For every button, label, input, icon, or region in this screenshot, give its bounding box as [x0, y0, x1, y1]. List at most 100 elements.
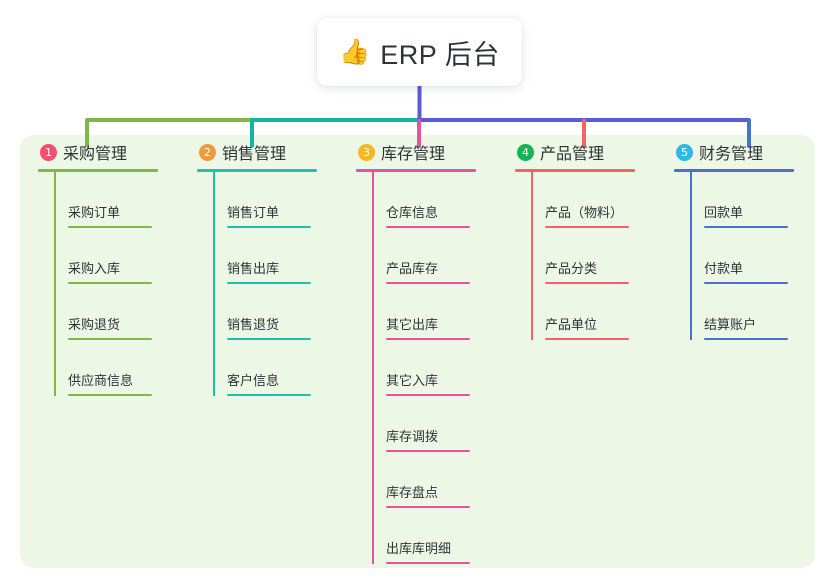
- module-spine: [54, 172, 56, 396]
- module-item-rule: [227, 394, 311, 396]
- module-item-label: 产品（物料）: [545, 205, 624, 220]
- module-item-label: 销售订单: [227, 205, 280, 220]
- module-item[interactable]: 采购订单: [54, 172, 171, 228]
- module-item[interactable]: 销售出库: [213, 228, 330, 284]
- module-item[interactable]: 产品库存: [372, 228, 489, 284]
- module-column: 3 库存管理仓库信息产品库存其它出库其它入库库存调拨库存盘点出库库明细: [338, 135, 497, 568]
- module-item-label: 出库库明细: [386, 541, 452, 556]
- root-node-card[interactable]: 👍 ERP 后台: [317, 18, 522, 86]
- module-spine: [372, 172, 374, 564]
- module-item-label: 销售退货: [227, 317, 280, 332]
- module-item-rule: [386, 506, 470, 508]
- module-item-rule: [704, 226, 788, 228]
- module-header[interactable]: 3 库存管理: [356, 135, 489, 169]
- module-item[interactable]: 产品（物料）: [531, 172, 648, 228]
- module-item-label: 其它出库: [386, 317, 439, 332]
- module-title: 库存管理: [381, 146, 446, 163]
- module-item-rule: [227, 338, 311, 340]
- module-header-rule: [515, 169, 635, 172]
- module-header-rule: [674, 169, 794, 172]
- module-item-rule: [545, 282, 629, 284]
- module-columns: 1 采购管理采购订单采购入库采购退货供应商信息 2 销售管理销售订单销售出库销售退货客…: [20, 135, 815, 568]
- module-item-rule: [704, 338, 788, 340]
- module-item-list: 采购订单采购入库采购退货供应商信息: [54, 172, 171, 396]
- module-item[interactable]: 仓库信息: [372, 172, 489, 228]
- module-number-badge: 4: [517, 143, 534, 161]
- module-item-label: 库存盘点: [386, 485, 439, 500]
- module-item-rule: [704, 282, 788, 284]
- module-item-rule: [386, 226, 470, 228]
- module-title: 财务管理: [699, 146, 764, 163]
- module-item-rule: [386, 338, 470, 340]
- module-spine: [213, 172, 215, 396]
- module-item-rule: [386, 450, 470, 452]
- module-item[interactable]: 采购入库: [54, 228, 171, 284]
- module-item[interactable]: 销售订单: [213, 172, 330, 228]
- module-item[interactable]: 产品分类: [531, 228, 648, 284]
- module-item-label: 产品库存: [386, 261, 439, 276]
- module-item-rule: [227, 226, 311, 228]
- module-number-badge: 2: [199, 143, 216, 161]
- module-item-rule: [386, 562, 470, 564]
- module-item-list: 产品（物料） 产品分类产品单位: [531, 172, 648, 340]
- module-column: 5 财务管理回款单付款单结算账户: [656, 135, 815, 568]
- module-spine: [531, 172, 533, 340]
- module-title: 产品管理: [540, 146, 605, 163]
- page-title: ERP 后台: [380, 39, 500, 70]
- module-header[interactable]: 2 销售管理: [197, 135, 330, 169]
- module-column: 1 采购管理采购订单采购入库采购退货供应商信息: [20, 135, 179, 568]
- module-item-label: 库存调拨: [386, 429, 439, 444]
- module-item-label: 产品分类: [545, 261, 598, 276]
- module-header-rule: [38, 169, 158, 172]
- module-number-badge: 5: [676, 143, 693, 161]
- module-item-list: 销售订单销售出库销售退货客户信息: [213, 172, 330, 396]
- module-item-rule: [386, 394, 470, 396]
- module-item-rule: [68, 226, 152, 228]
- module-spine: [690, 172, 692, 340]
- module-column: 4 产品管理产品（物料） 产品分类产品单位: [497, 135, 656, 568]
- module-header-rule: [197, 169, 317, 172]
- module-item[interactable]: 结算账户: [690, 284, 807, 340]
- module-number-badge: 3: [358, 143, 375, 161]
- module-item[interactable]: 客户信息: [213, 340, 330, 396]
- module-item-label: 回款单: [704, 205, 744, 220]
- module-item[interactable]: 库存调拨: [372, 396, 489, 452]
- module-item[interactable]: 销售退货: [213, 284, 330, 340]
- module-item-rule: [386, 282, 470, 284]
- module-item-rule: [227, 282, 311, 284]
- module-item-list: 仓库信息产品库存其它出库其它入库库存调拨库存盘点出库库明细: [372, 172, 489, 564]
- module-item-label: 其它入库: [386, 373, 439, 388]
- module-header[interactable]: 5 财务管理: [674, 135, 807, 169]
- module-item-rule: [545, 338, 629, 340]
- module-item[interactable]: 供应商信息: [54, 340, 171, 396]
- module-item[interactable]: 库存盘点: [372, 452, 489, 508]
- module-number-badge: 1: [40, 143, 57, 161]
- module-item[interactable]: 出库库明细: [372, 508, 489, 564]
- module-item-label: 供应商信息: [68, 373, 134, 388]
- module-item-label: 产品单位: [545, 317, 598, 332]
- module-header-rule: [356, 169, 476, 172]
- module-item[interactable]: 采购退货: [54, 284, 171, 340]
- module-column: 2 销售管理销售订单销售出库销售退货客户信息: [179, 135, 338, 568]
- module-title: 采购管理: [63, 146, 128, 163]
- module-item-label: 仓库信息: [386, 205, 439, 220]
- module-item-label: 结算账户: [704, 317, 757, 332]
- module-item-rule: [68, 338, 152, 340]
- module-item-label: 客户信息: [227, 373, 280, 388]
- module-title: 销售管理: [222, 146, 287, 163]
- module-item[interactable]: 回款单: [690, 172, 807, 228]
- module-item-rule: [68, 282, 152, 284]
- module-header[interactable]: 4 产品管理: [515, 135, 648, 169]
- module-item[interactable]: 产品单位: [531, 284, 648, 340]
- module-item-list: 回款单付款单结算账户: [690, 172, 807, 340]
- module-item-rule: [68, 394, 152, 396]
- diagram-panel: [20, 135, 815, 568]
- module-header[interactable]: 1 采购管理: [38, 135, 171, 169]
- module-item[interactable]: 其它出库: [372, 284, 489, 340]
- module-item-label: 付款单: [704, 261, 744, 276]
- module-item-label: 采购订单: [68, 205, 121, 220]
- module-item-rule: [545, 226, 629, 228]
- module-item-label: 采购入库: [68, 261, 121, 276]
- module-item[interactable]: 付款单: [690, 228, 807, 284]
- module-item[interactable]: 其它入库: [372, 340, 489, 396]
